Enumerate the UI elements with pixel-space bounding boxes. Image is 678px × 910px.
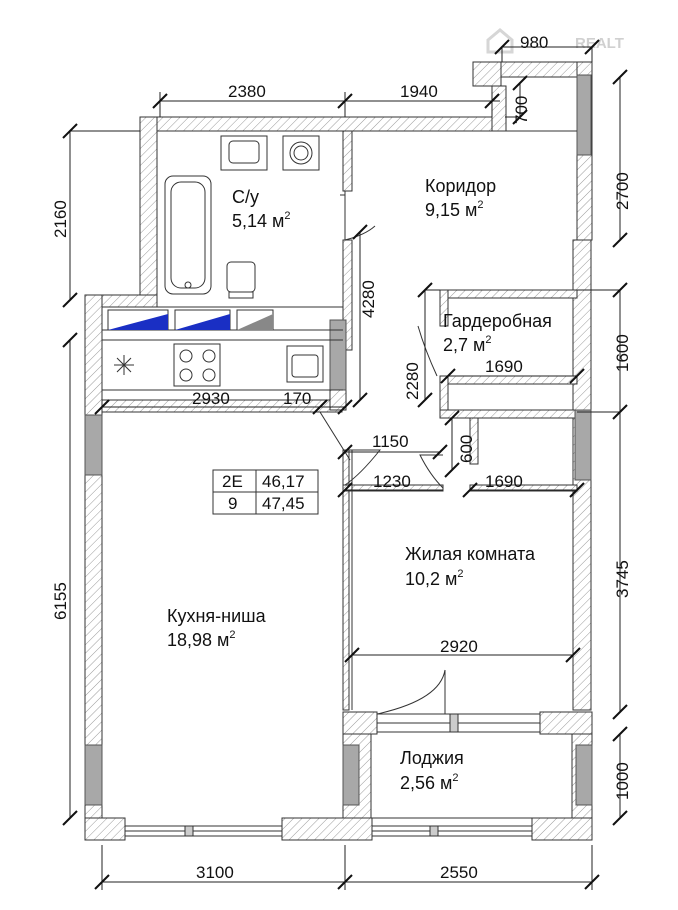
bathroom-fixtures: [164, 135, 320, 299]
dim-1600: 1600: [613, 334, 632, 372]
badge-type: 2E: [222, 472, 243, 491]
dim-1150: 1150: [372, 432, 409, 451]
realt-watermark: REALT: [486, 28, 624, 54]
bathroom-name: С/у: [232, 187, 259, 207]
dim-1690-living: 1690: [485, 472, 523, 491]
wardrobe-area: 2,7 м2: [443, 334, 492, 355]
dim-1940: 1940: [400, 82, 438, 101]
dim-2930: 2930: [192, 389, 230, 408]
corridor-area: 9,15 м2: [425, 199, 484, 220]
badge-floor: 9: [228, 494, 237, 513]
bathtub-icon: [164, 175, 212, 295]
loggia-area: 2,56 м2: [400, 772, 459, 793]
dim-170: 170: [283, 389, 311, 408]
living-name: Жилая комната: [405, 544, 536, 564]
apartment-badge: 2E 46,17 9 47,45: [212, 469, 319, 515]
columns: [84, 74, 593, 806]
dim-2280: 2280: [403, 362, 422, 400]
dim-700: 700: [512, 96, 531, 124]
loggia-name: Лоджия: [400, 748, 464, 768]
dim-2380: 2380: [228, 82, 266, 101]
corridor-name: Коридор: [425, 176, 496, 196]
dim-600: 600: [457, 435, 476, 463]
dim-4280: 4280: [359, 280, 378, 318]
stove-icon: [173, 343, 221, 387]
windows: [124, 669, 541, 837]
toilet-icon: [226, 261, 256, 293]
dimension-labels: 980 2380 1940 700 2700 2160 4280 1600 22…: [51, 33, 632, 882]
wardrobe-name: Гардеробная: [443, 311, 552, 331]
dim-3100: 3100: [196, 863, 234, 882]
watermark-text: REALT: [575, 35, 624, 52]
dim-2700: 2700: [613, 172, 632, 210]
dim-2550: 2550: [440, 863, 478, 882]
kitchen-fixtures: [114, 343, 324, 387]
dim-2160: 2160: [51, 200, 70, 238]
dim-1000: 1000: [613, 762, 632, 800]
dim-980: 980: [520, 33, 548, 52]
dimension-lines: [69, 46, 621, 890]
dim-3745: 3745: [613, 560, 632, 598]
badge-area-with-loggia: 47,45: [262, 494, 305, 513]
bathroom-area: 5,14 м2: [232, 210, 291, 231]
sink-icon: [220, 135, 268, 171]
dimension-ticks: [62, 39, 628, 890]
living-area: 10,2 м2: [405, 568, 464, 589]
kitchen-area: 18,98 м2: [167, 629, 236, 650]
dim-1690-wardrobe: 1690: [485, 357, 523, 376]
room-labels: С/у 5,14 м2 Коридор 9,15 м2 Гардеробная …: [167, 176, 552, 793]
badge-total-area: 46,17: [262, 472, 305, 491]
dim-6155: 6155: [51, 582, 70, 620]
washing-machine-icon: [282, 135, 320, 171]
kitchen-name: Кухня-ниша: [167, 606, 267, 626]
dim-1230: 1230: [373, 472, 411, 491]
storage-cabinets: [107, 309, 274, 331]
dim-2920: 2920: [440, 637, 478, 656]
kitchen-sink-icon: [286, 345, 324, 383]
fan-icon: [114, 355, 134, 375]
